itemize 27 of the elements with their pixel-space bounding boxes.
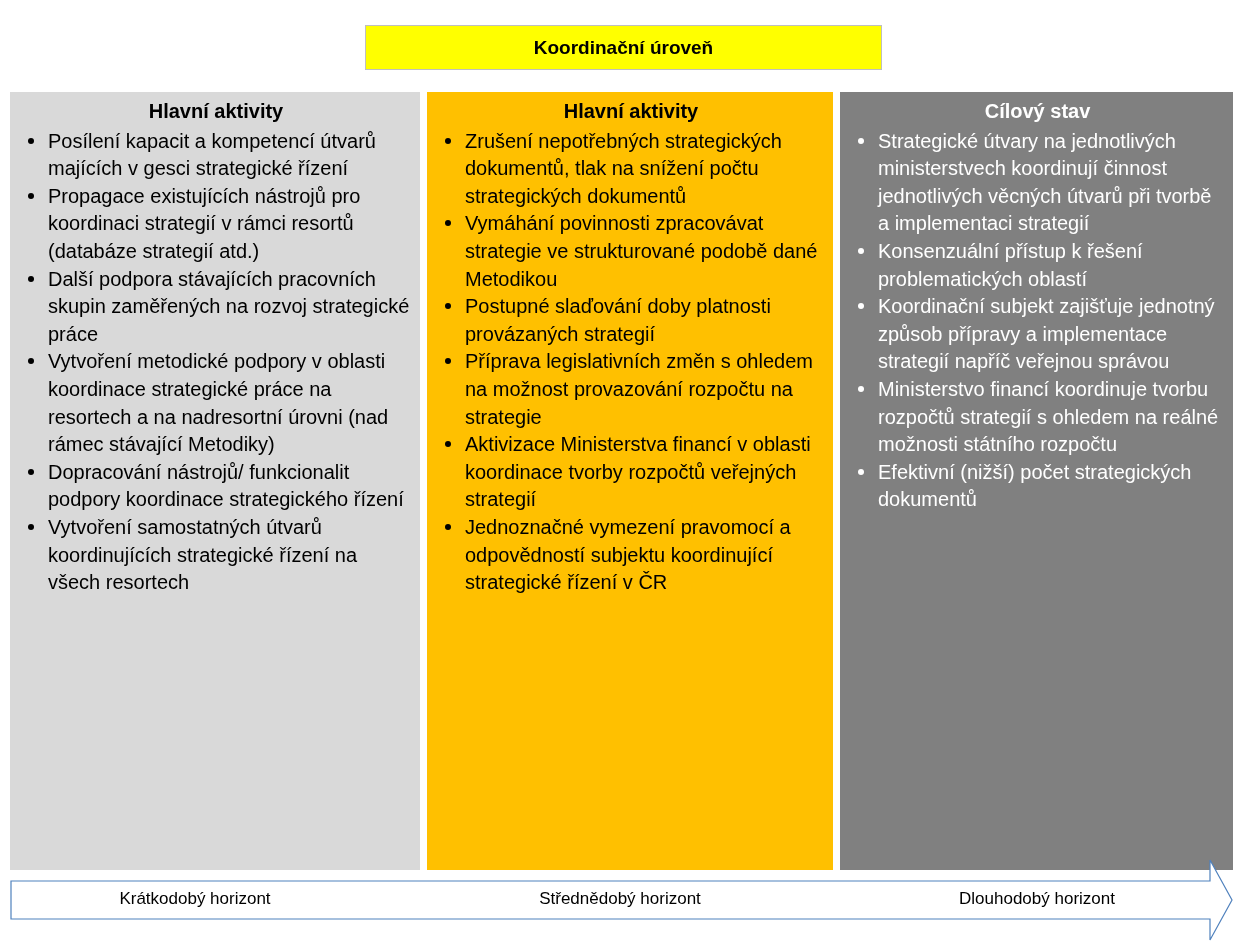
column-panel xyxy=(840,92,1233,870)
bullet-item: Jednoznačné vymezení pravomocí a odpovědností subjektu koordinující strategické řízení v ČR xyxy=(465,513,827,597)
horizon-label: Dlouhodobý horizont xyxy=(959,889,1115,909)
bullet-item: Efektivní (nižší) počet strategických dokumentů xyxy=(878,458,1227,514)
bullet-item: Konsenzuální přístup k řešení problematických oblastí xyxy=(878,237,1227,294)
bullet-item: Aktivizace Ministerstva financí v oblasti koordinace tvorby rozpočtů veřejných strategií xyxy=(465,431,827,514)
column-panel xyxy=(10,92,420,870)
column-heading: Hlavní aktivity xyxy=(147,99,285,124)
horizon-label: Střednědobý horizont xyxy=(539,889,701,909)
column-heading: Cílový stav xyxy=(983,99,1092,124)
bullet-item: Ministerstvo financí koordinuje tvorbu rozpočtů strategií s ohledem na reálné možnosti státního rozpočtu xyxy=(878,375,1227,459)
bullet-item: Koordinační subjekt zajišťuje jednotný způsob přípravy a implementace strategií napříč veřejnou správou xyxy=(878,293,1227,376)
bullet-item: Propagace existujících nástrojů pro koordinaci strategií v rámci resortů (databáze strategií atd.) xyxy=(48,182,414,266)
horizon-label: Krátkodobý horizont xyxy=(119,889,271,909)
bullet-item: Příprava legislativních změn s ohledem na možnost provazování rozpočtu na strategie xyxy=(465,348,827,432)
bullet-item: Další podpora stávajících pracovních skupin zaměřených na rozvoj strategické práce xyxy=(48,265,414,349)
bullet-item: Dopracování nástrojů/ funkcionalit podpory koordinace strategického řízení xyxy=(48,458,414,514)
bullet-item: Zrušení nepotřebných strategických dokumentů, tlak na snížení počtu strategických dokumentů xyxy=(465,127,827,211)
bullet-item: Posílení kapacit a kompetencí útvarů majících v gesci strategické řízení xyxy=(48,127,414,183)
column-panel xyxy=(427,92,833,870)
bullet-item: Postupné slaďování doby platnosti provázaných strategií xyxy=(465,293,827,349)
bullet-item: Vymáhání povinnosti zpracovávat strategie ve strukturované podobě dané Metodikou xyxy=(465,210,827,294)
title-box: Koordinační úroveň xyxy=(365,25,882,70)
bullet-item: Strategické útvary na jednotlivých ministerstvech koordinují činnost jednotlivých věcných útvarů při tvorbě a implementaci strategií xyxy=(878,127,1227,238)
bullet-item: Vytvoření samostatných útvarů koordinujících strategické řízení na všech resortech xyxy=(48,513,414,597)
column-heading: Hlavní aktivity xyxy=(562,99,700,124)
bullet-item: Vytvoření metodické podpory v oblasti koordinace strategické práce na resortech a na nadresortní úrovni (nad rámec stávající Metodiky) xyxy=(48,348,414,459)
